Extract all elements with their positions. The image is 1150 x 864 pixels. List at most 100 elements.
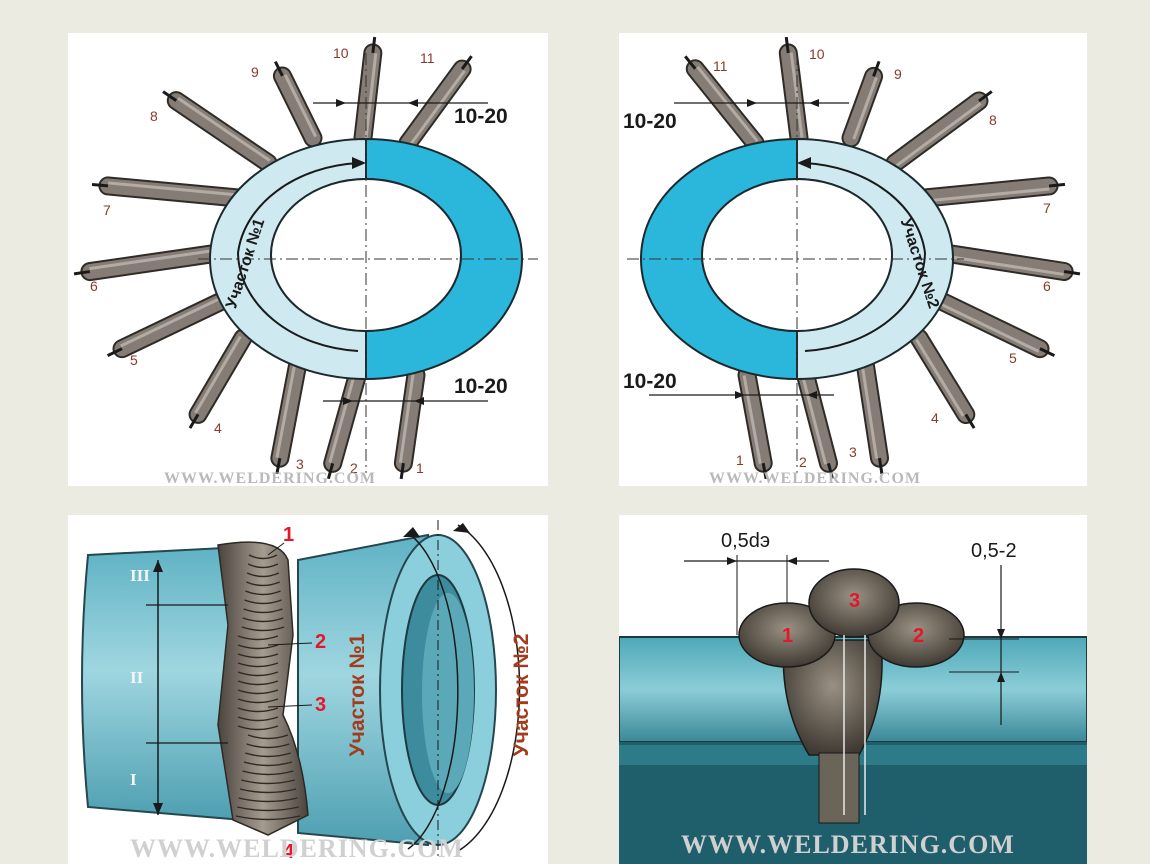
dim-height-label: 0,5-2 [971, 540, 1017, 562]
electrode-tip [964, 413, 976, 429]
electrode-tip [460, 55, 473, 70]
seam-ripple [245, 752, 291, 758]
watermark: WWW.WELDERING.COM [130, 834, 464, 863]
electrode-tip [73, 270, 91, 276]
electrode-coating [272, 355, 306, 466]
electrode-tip [274, 60, 284, 77]
electrode-tip [827, 462, 834, 480]
zone-label-2: II [130, 668, 144, 687]
electrode-highlight [194, 335, 242, 414]
electrode-highlight [409, 69, 466, 146]
electrode-number: 6 [90, 278, 98, 294]
leader-line [267, 642, 313, 646]
direction-arc [804, 162, 927, 352]
left-pipe [81, 545, 244, 822]
zone-label-3: III [130, 566, 150, 585]
electrode-highlight [895, 102, 982, 167]
seam-ripple [237, 716, 279, 722]
root-penetration [818, 752, 860, 824]
dim-arrow [408, 99, 418, 107]
electrode-highlight [915, 338, 965, 417]
seam-ripple [237, 707, 279, 713]
electrode-coating [911, 330, 974, 422]
electrode-tip [91, 182, 109, 188]
bead-3 [808, 568, 900, 638]
electrode-number: 3 [296, 456, 304, 472]
electrode-coating [82, 245, 226, 280]
zone-arrow [153, 803, 163, 815]
electrode-tip [761, 462, 768, 480]
electrode-tip [399, 462, 405, 480]
electrode-number: 9 [894, 66, 902, 82]
seam-ripple [237, 653, 279, 659]
electrode-number: 9 [251, 64, 259, 80]
gap-label-top: 10-20 [623, 110, 677, 133]
dim-arrow [336, 99, 346, 107]
arrow-head [352, 157, 366, 169]
electrode-tip [188, 413, 200, 429]
pass-number-4: 4 [283, 841, 295, 863]
electrode-tip [784, 36, 790, 54]
electrode-coating [168, 93, 276, 171]
seam-ripple [237, 725, 279, 731]
arc-arrow [453, 523, 470, 533]
seam-ripple [237, 644, 279, 650]
seam-ripple [247, 734, 289, 740]
pipe-diagram: III II I 1 2 3 4 Участок №1 Участок №2 W… [81, 520, 533, 863]
electrode-number: 7 [103, 202, 111, 218]
electrode-highlight [933, 299, 1040, 353]
leader-line [267, 704, 313, 708]
electrode-highlight [944, 254, 1064, 276]
weld-seam [217, 541, 309, 836]
seam-ripple [243, 761, 293, 767]
seam-ripples [235, 554, 301, 821]
electrode-highlight [283, 73, 318, 138]
electrode-coating [857, 355, 887, 466]
electrode-group [73, 36, 473, 480]
dim-arrow [807, 391, 817, 399]
dim-arrow [997, 629, 1005, 639]
electrode-tip [275, 457, 282, 475]
pipe-bore-inner [422, 593, 474, 793]
zone-label-1: I [130, 770, 137, 789]
electrode-highlight [364, 53, 378, 139]
dim-arrow [997, 672, 1005, 682]
electrode-coating [797, 365, 836, 471]
pass-number-3: 3 [315, 694, 326, 716]
gap-label-bottom: 10-20 [623, 370, 677, 393]
electrode-highlight [860, 363, 879, 459]
dim-arrow [809, 99, 819, 107]
direction-arc [236, 162, 359, 352]
electrode-coating [887, 93, 987, 171]
electrode-tip [872, 60, 881, 77]
diagram-pipe-joint: III II I 1 2 3 4 Участок №1 Участок №2 W… [68, 515, 548, 864]
section-1-label: Участок №1 [346, 633, 369, 756]
electrode-tip [878, 457, 884, 475]
electrode-number: 10 [333, 45, 349, 61]
electrode-highlight [696, 65, 759, 143]
electrode-highlight [852, 76, 878, 140]
electrode-number: 11 [713, 58, 728, 74]
seam-ripple [239, 788, 297, 794]
electrode-highlight [925, 187, 1050, 203]
electrode-tip [371, 36, 377, 54]
electrode-number: 11 [420, 50, 435, 66]
electrode-highlight [789, 52, 804, 138]
electrode-number: 1 [736, 452, 744, 468]
electrode-coating [355, 45, 381, 146]
pass-number-1: 1 [283, 524, 294, 546]
bead-number-1: 1 [782, 625, 793, 647]
seam-ripple [243, 608, 283, 614]
seam-ripple [245, 590, 281, 596]
dim-arrow [735, 391, 745, 399]
electrode-tip [1039, 347, 1056, 357]
gap-label-bottom: 10-20 [454, 375, 508, 398]
seam-ripple [246, 743, 290, 749]
electrode-number: 5 [130, 352, 138, 368]
electrode-number: 2 [799, 454, 807, 470]
